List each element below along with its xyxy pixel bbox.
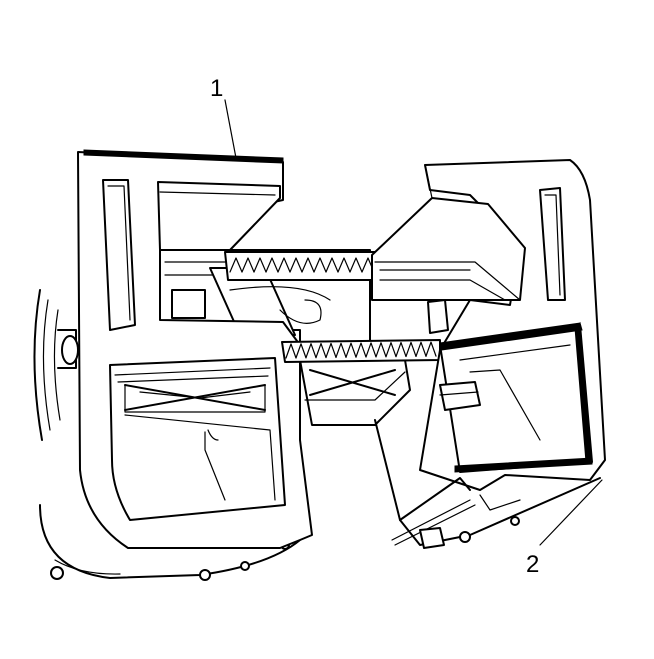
filter-tooth — [337, 257, 351, 273]
filter-tooth — [301, 257, 315, 273]
filter-tooth — [285, 343, 297, 359]
filter-tooth — [295, 343, 307, 359]
leader-line-1 — [224, 99, 237, 159]
leader-line-2 — [539, 479, 603, 546]
lower-right-housing — [374, 419, 601, 549]
filter-tooth — [395, 341, 407, 358]
filter-tooth — [325, 257, 339, 273]
callout-2: 2 — [526, 551, 539, 578]
filter-tooth — [305, 343, 317, 359]
filter-tooth — [375, 342, 387, 358]
serrated-filter-lower — [281, 339, 441, 363]
filter-tooth — [385, 342, 397, 358]
filter-tooth — [277, 257, 291, 273]
filter-tooth — [253, 257, 267, 273]
filter-tooth — [405, 341, 417, 357]
front-panel-right — [371, 159, 606, 491]
filter-tooth — [415, 341, 427, 357]
leader-lines — [224, 99, 603, 546]
filter-tooth — [241, 257, 255, 273]
filter-tooth — [345, 342, 357, 358]
filter-tooth — [229, 257, 243, 273]
filter-tooth — [355, 342, 367, 358]
filter-tooth — [289, 257, 303, 273]
center-duct — [299, 359, 411, 426]
filter-tooth — [325, 342, 337, 359]
filter-tooth — [349, 257, 363, 273]
filter-tooth — [265, 257, 279, 273]
serrated-filter-upper — [224, 251, 379, 281]
filter-tooth — [313, 257, 327, 273]
filter-tooth — [335, 342, 347, 358]
front-panel-left — [77, 149, 313, 549]
filter-tooth — [365, 342, 377, 358]
callout-1: 1 — [210, 75, 223, 102]
blower-housing — [33, 289, 79, 441]
filter-tooth — [425, 341, 437, 357]
filter-tooth — [315, 343, 327, 359]
